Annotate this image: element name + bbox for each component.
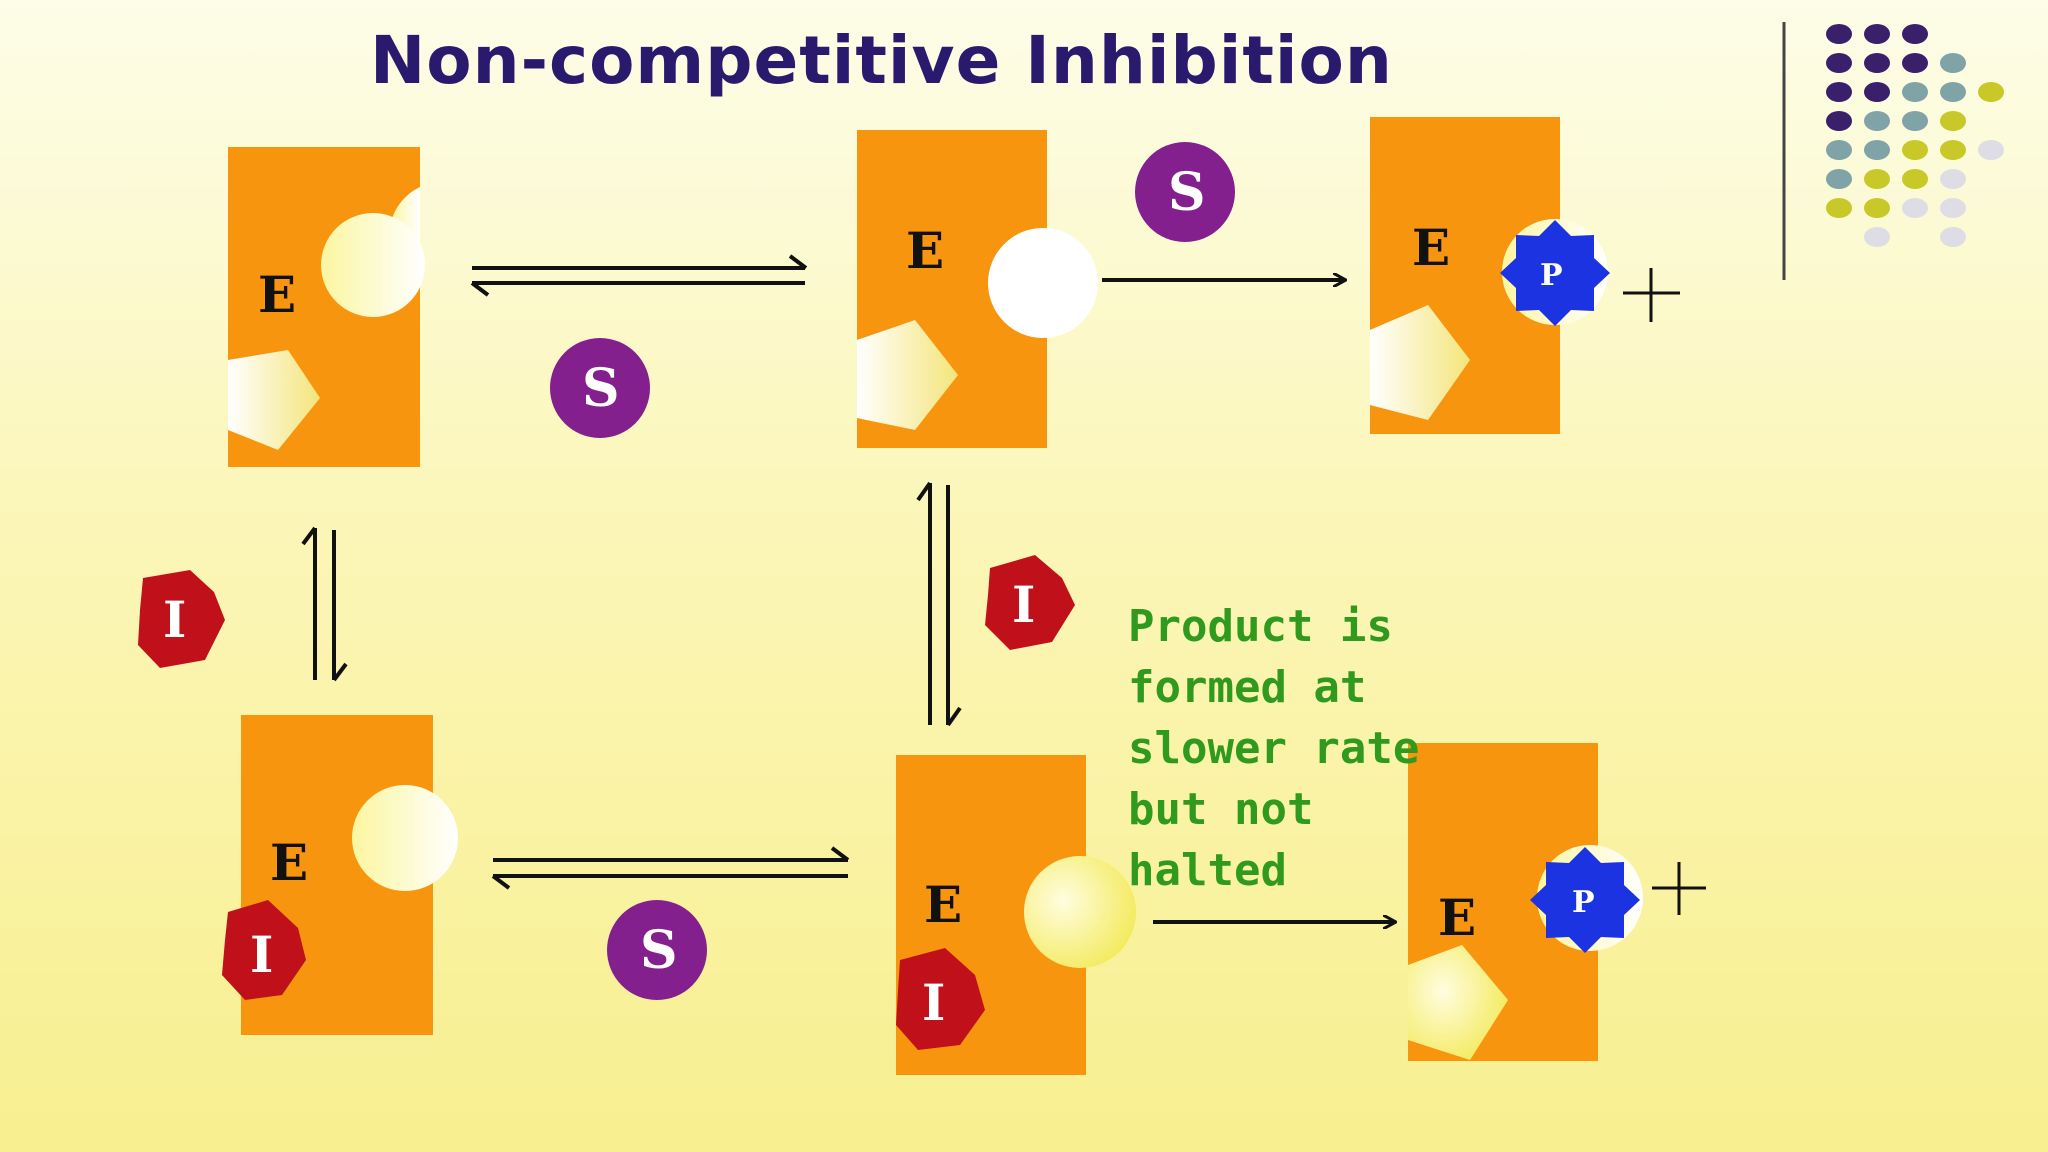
decor-dot [1826,53,1852,73]
decor-dot [1902,53,1928,73]
decor-dot [1826,198,1852,218]
svg-text:I: I [922,973,945,1032]
decor-dot [1864,198,1890,218]
enzyme-free: E [228,147,425,467]
decor-dot [1864,53,1890,73]
active-site-pocket [321,213,425,317]
decor-dot [1864,227,1890,247]
svg-text:S: S [1168,162,1206,223]
equilibrium-arrow-middle [916,481,962,727]
enzyme-product-slow: E P [1408,743,1706,1061]
product-rate-note: Product is formed at slower rate but not… [1128,596,1428,901]
decor-dot [1940,82,1966,102]
equilibrium-arrow-left [301,526,348,682]
decor-dot [1940,198,1966,218]
svg-text:S: S [582,358,620,419]
note-line: Product is [1128,601,1393,652]
substrate-top: S [1135,142,1235,242]
decor-dot [1940,140,1966,160]
allosteric-site [1370,305,1470,420]
note-line: slower rate [1128,723,1420,774]
bound-substrate [988,228,1098,338]
enzyme-substrate-inhibitor-complex: E I [896,755,1136,1075]
enzyme-label: E [270,833,308,892]
enzyme-label: E [924,875,962,934]
svg-text:I: I [163,590,186,649]
plus-sign [1623,268,1680,322]
active-site [352,785,458,891]
substrate-upper-left: S [550,338,650,438]
product-molecule: P [1500,220,1610,326]
svg-text:I: I [250,925,273,984]
decor-dot [1864,82,1890,102]
inhibitor-left: I [138,570,225,668]
slide-title: Non-competitive Inhibition [370,22,1393,99]
enzyme-label: E [258,265,296,324]
decor-dot [1902,140,1928,160]
equilibrium-arrow-top [470,254,808,297]
allosteric-site [857,320,958,430]
enzyme-label: E [1412,218,1450,277]
decor-dot [1940,169,1966,189]
equilibrium-arrow-bottom [491,846,850,890]
corner-dot-grid [1826,24,2004,247]
decor-dot [1826,140,1852,160]
allosteric-site [228,350,320,450]
allosteric-site [1408,945,1508,1060]
decor-dot [1940,111,1966,131]
enzyme-substrate-complex: E [857,130,1098,448]
svg-text:S: S [640,920,678,981]
plus-sign [1652,862,1706,915]
decor-dot [1826,82,1852,102]
enzyme-product: E P [1370,117,1680,434]
product-molecule: P [1530,847,1640,953]
decor-dot [1864,169,1890,189]
product-label: P [1572,885,1595,920]
inhibitor-middle: I [985,555,1075,650]
decor-dot [1864,140,1890,160]
note-line: halted [1128,845,1287,896]
enzyme-inhibitor-complex: E I [222,715,458,1035]
decor-dot [1902,82,1928,102]
decor-dot [1902,24,1928,44]
product-label: P [1540,258,1563,293]
decor-dot [1826,111,1852,131]
note-line: but not [1128,784,1314,835]
decor-dot [1978,82,2004,102]
decor-dot [1978,140,2004,160]
decor-dot [1902,198,1928,218]
enzyme-label: E [906,221,944,280]
decor-dot [1902,111,1928,131]
decor-dot [1864,24,1890,44]
decor-dot [1940,227,1966,247]
bound-inhibitor: I [896,948,985,1050]
decor-dot [1826,169,1852,189]
bound-substrate [1024,856,1136,968]
decor-dot [1940,53,1966,73]
svg-text:I: I [1012,575,1035,634]
note-line: formed at [1128,662,1367,713]
enzyme-label: E [1438,888,1476,947]
decor-dot [1902,169,1928,189]
decor-dot [1826,24,1852,44]
bound-inhibitor: I [222,900,306,1000]
substrate-lower: S [607,900,707,1000]
decor-dot [1864,111,1890,131]
